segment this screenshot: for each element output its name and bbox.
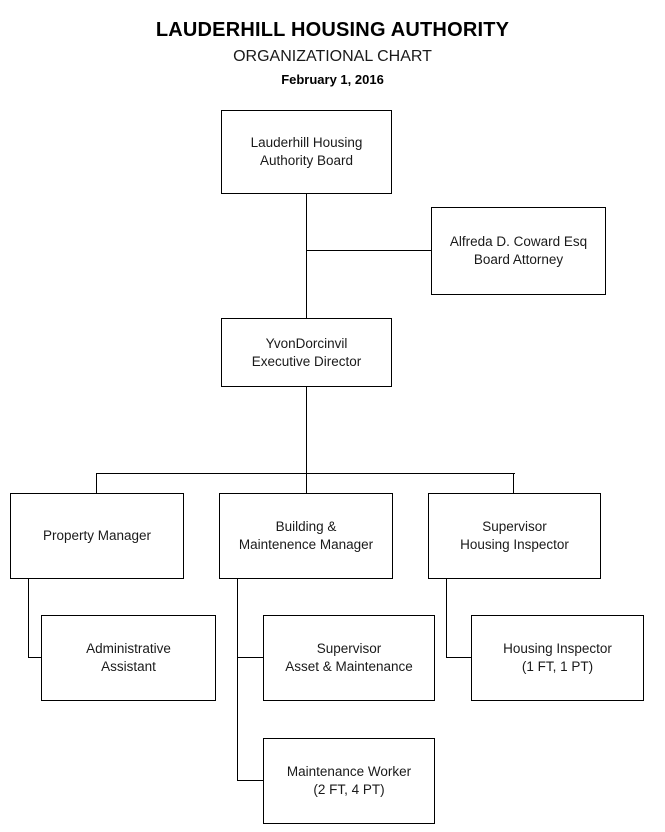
node-executive-director[interactable]: YvonDorcinvil Executive Director: [221, 318, 392, 387]
node-supervisor-asset-maintenance-label: Supervisor Asset & Maintenance: [285, 641, 413, 674]
chart-title-block: LAUDERHILL HOUSING AUTHORITY ORGANIZATIO…: [0, 0, 665, 88]
node-board-attorney[interactable]: Alfreda D. Coward Esq Board Attorney: [431, 207, 606, 295]
node-board-attorney-label: Alfreda D. Coward Esq Board Attorney: [449, 234, 588, 267]
chart-date: February 1, 2016: [281, 72, 384, 87]
connector-tier2-bus: [96, 473, 515, 475]
node-supervisor-asset-maintenance[interactable]: Supervisor Asset & Maintenance: [263, 615, 435, 701]
node-building-maintenance-manager[interactable]: Building & Maintenence Manager: [219, 493, 393, 579]
connector-building-manager-drop: [237, 578, 239, 781]
chart-subtitle: ORGANIZATIONAL CHART: [233, 48, 432, 65]
connector-bus-to-building-manager: [306, 473, 308, 494]
connector-execdir-trunk: [306, 386, 308, 474]
page-title: LAUDERHILL HOUSING AUTHORITY: [155, 19, 510, 41]
node-housing-inspector-label: Housing Inspector (1 FT, 1 PT): [503, 641, 612, 674]
node-maintenance-worker[interactable]: Maintenance Worker (2 FT, 4 PT): [263, 738, 435, 824]
connector-property-manager-drop: [28, 578, 30, 658]
node-executive-director-label: YvonDorcinvil Executive Director: [251, 335, 362, 369]
connector-to-administrative-assistant: [28, 657, 42, 659]
node-board[interactable]: Lauderhill Housing Authority Board: [221, 110, 392, 194]
node-administrative-assistant[interactable]: Administrative Assistant: [41, 615, 216, 701]
connector-to-supervisor-asset-maintenance: [237, 657, 264, 659]
node-property-manager-label: Property Manager: [42, 528, 152, 543]
connector-bus-to-supervisor-inspector: [513, 473, 515, 494]
node-property-manager[interactable]: Property Manager: [10, 493, 184, 579]
connector-board-trunk: [306, 193, 308, 318]
node-supervisor-housing-inspector[interactable]: Supervisor Housing Inspector: [428, 493, 601, 579]
connector-bus-to-property-manager: [96, 473, 98, 494]
connector-to-maintenance-worker: [237, 780, 264, 782]
connector-board-to-attorney: [306, 250, 432, 252]
connector-supervisor-inspector-drop: [446, 578, 448, 658]
node-administrative-assistant-label: Administrative Assistant: [86, 641, 171, 674]
node-supervisor-housing-inspector-label: Supervisor Housing Inspector: [460, 519, 569, 552]
connector-to-housing-inspector: [446, 657, 472, 659]
node-building-maintenance-manager-label: Building & Maintenence Manager: [238, 519, 374, 552]
node-board-label: Lauderhill Housing Authority Board: [250, 135, 363, 168]
node-housing-inspector[interactable]: Housing Inspector (1 FT, 1 PT): [471, 615, 644, 701]
node-maintenance-worker-label: Maintenance Worker (2 FT, 4 PT): [286, 764, 412, 797]
